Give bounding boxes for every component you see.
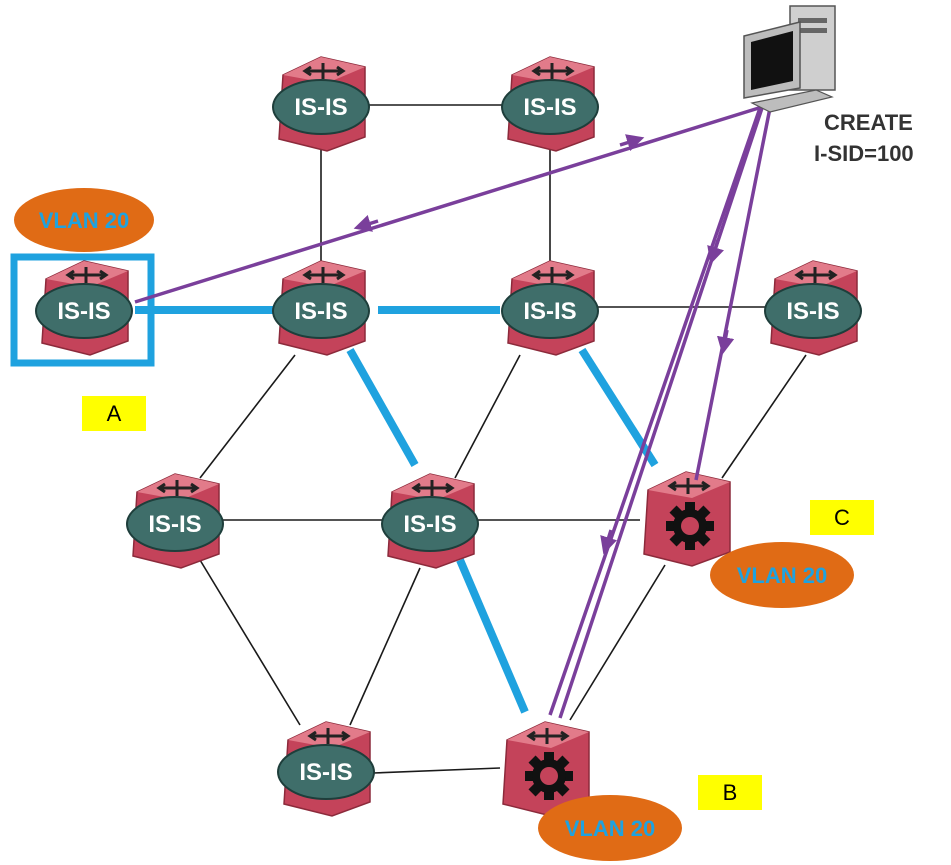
service-path xyxy=(10,253,659,714)
link-midr-center xyxy=(454,354,521,479)
vlan-oval xyxy=(710,542,854,608)
vlan-oval xyxy=(14,188,154,252)
link-lowleft-bottom xyxy=(199,559,301,726)
isis-oval xyxy=(272,79,370,135)
tag-b: B xyxy=(698,775,762,810)
tag-box xyxy=(810,500,874,535)
isis-label: IS-IS xyxy=(403,511,456,538)
router-c xyxy=(643,471,731,567)
computer-screen xyxy=(751,31,793,90)
router-low-left: IS-IS xyxy=(126,473,224,569)
gear-tooth xyxy=(544,752,554,762)
isis-label: IS-IS xyxy=(523,298,576,325)
vlan-badge-a: VLAN 20 xyxy=(14,188,154,252)
computer-icon xyxy=(743,5,836,113)
isis-label: IS-IS xyxy=(294,298,347,325)
router-arrows-icon xyxy=(531,267,575,283)
vlan-label: VLAN 20 xyxy=(565,816,655,841)
isis-oval xyxy=(35,283,133,339)
link-c-b xyxy=(569,564,666,721)
isis-label: IS-IS xyxy=(786,298,839,325)
routers: IS-IS IS-IS IS-IS IS-IS IS-IS IS-IS IS-IS IS-IS… xyxy=(35,56,862,817)
isis-label: IS-IS xyxy=(299,759,352,786)
router-arrows-icon xyxy=(411,480,455,496)
arrow-to-c xyxy=(694,107,772,481)
router-top-left: IS-IS xyxy=(272,56,370,152)
router-arrows-icon xyxy=(156,480,200,496)
arrow-to-b-1 xyxy=(548,107,762,716)
router-arrows-icon xyxy=(302,63,346,79)
arrow-to-a xyxy=(134,105,763,304)
computer-drive-slot xyxy=(798,18,827,23)
link-bottom-b xyxy=(372,767,501,774)
vlan-label: VLAN 20 xyxy=(737,563,827,588)
arrowhead-mid-1 xyxy=(619,134,645,151)
arrowhead-mid-5 xyxy=(600,529,617,555)
gear-tooth xyxy=(685,540,695,550)
vlan-badge-b: VLAN 20 xyxy=(538,795,682,861)
arrowhead-mid-4 xyxy=(717,329,735,355)
path-center-b xyxy=(456,558,529,714)
isis-oval xyxy=(277,744,375,800)
router-a: IS-IS xyxy=(35,260,133,356)
router-arrows-icon xyxy=(667,478,711,494)
tag-box xyxy=(82,396,146,431)
isis-oval xyxy=(126,496,224,552)
arrow-to-b-2 xyxy=(558,107,764,719)
isis-oval xyxy=(272,283,370,339)
router-arrows-icon xyxy=(302,267,346,283)
vlan-oval xyxy=(538,795,682,861)
router-far-right: IS-IS xyxy=(764,260,862,356)
vlan-label: VLAN 20 xyxy=(39,208,129,233)
computer-drive-slot-2 xyxy=(798,28,827,33)
router-top-right: IS-IS xyxy=(501,56,599,152)
router-b xyxy=(502,721,590,817)
router-center: IS-IS xyxy=(381,473,479,569)
gear-hub xyxy=(540,767,558,785)
router-bottom-left: IS-IS xyxy=(277,721,375,817)
selection-box-a xyxy=(10,253,155,367)
router-mid-left: IS-IS xyxy=(272,260,370,356)
gear-tooth xyxy=(544,790,554,800)
mesh-links xyxy=(199,104,807,774)
isis-label: IS-IS xyxy=(148,511,201,538)
arrowhead-mid-2 xyxy=(353,215,379,232)
router-arrows-icon xyxy=(531,63,575,79)
router-mid-right: IS-IS xyxy=(501,260,599,356)
gear-hub xyxy=(681,517,699,535)
isis-label: IS-IS xyxy=(523,94,576,121)
link-farright-c xyxy=(721,354,807,479)
router-arrows-icon xyxy=(794,267,838,283)
computer-keyboard xyxy=(750,89,834,113)
vlan-badge-c: VLAN 20 xyxy=(710,542,854,608)
create-line-1: CREATE xyxy=(824,110,913,135)
isis-oval xyxy=(501,283,599,339)
path-midl-center xyxy=(346,348,419,467)
isis-oval xyxy=(381,496,479,552)
arrowhead-mid-3 xyxy=(707,239,724,265)
isis-oval xyxy=(764,283,862,339)
gear-tooth xyxy=(685,502,695,512)
isis-label: IS-IS xyxy=(294,94,347,121)
create-label: CREATE I-SID=100 xyxy=(814,110,914,166)
router-arrows-icon xyxy=(526,728,570,744)
tag-c: C xyxy=(810,500,874,535)
tag-a: A xyxy=(82,396,146,431)
gear-icon xyxy=(525,752,573,800)
gear-icon xyxy=(666,502,714,550)
router-arrows-icon xyxy=(307,728,351,744)
tag-label: B xyxy=(723,780,738,805)
tag-label: C xyxy=(834,505,850,530)
isis-oval xyxy=(501,79,599,135)
create-line-2: I-SID=100 xyxy=(814,141,914,166)
provision-arrows xyxy=(134,105,772,719)
link-center-bottom xyxy=(349,567,421,726)
tag-box xyxy=(698,775,762,810)
router-arrows-icon xyxy=(65,267,109,283)
link-midl-lowleft xyxy=(199,354,296,479)
isis-label: IS-IS xyxy=(57,298,110,325)
tag-label: A xyxy=(107,401,122,426)
